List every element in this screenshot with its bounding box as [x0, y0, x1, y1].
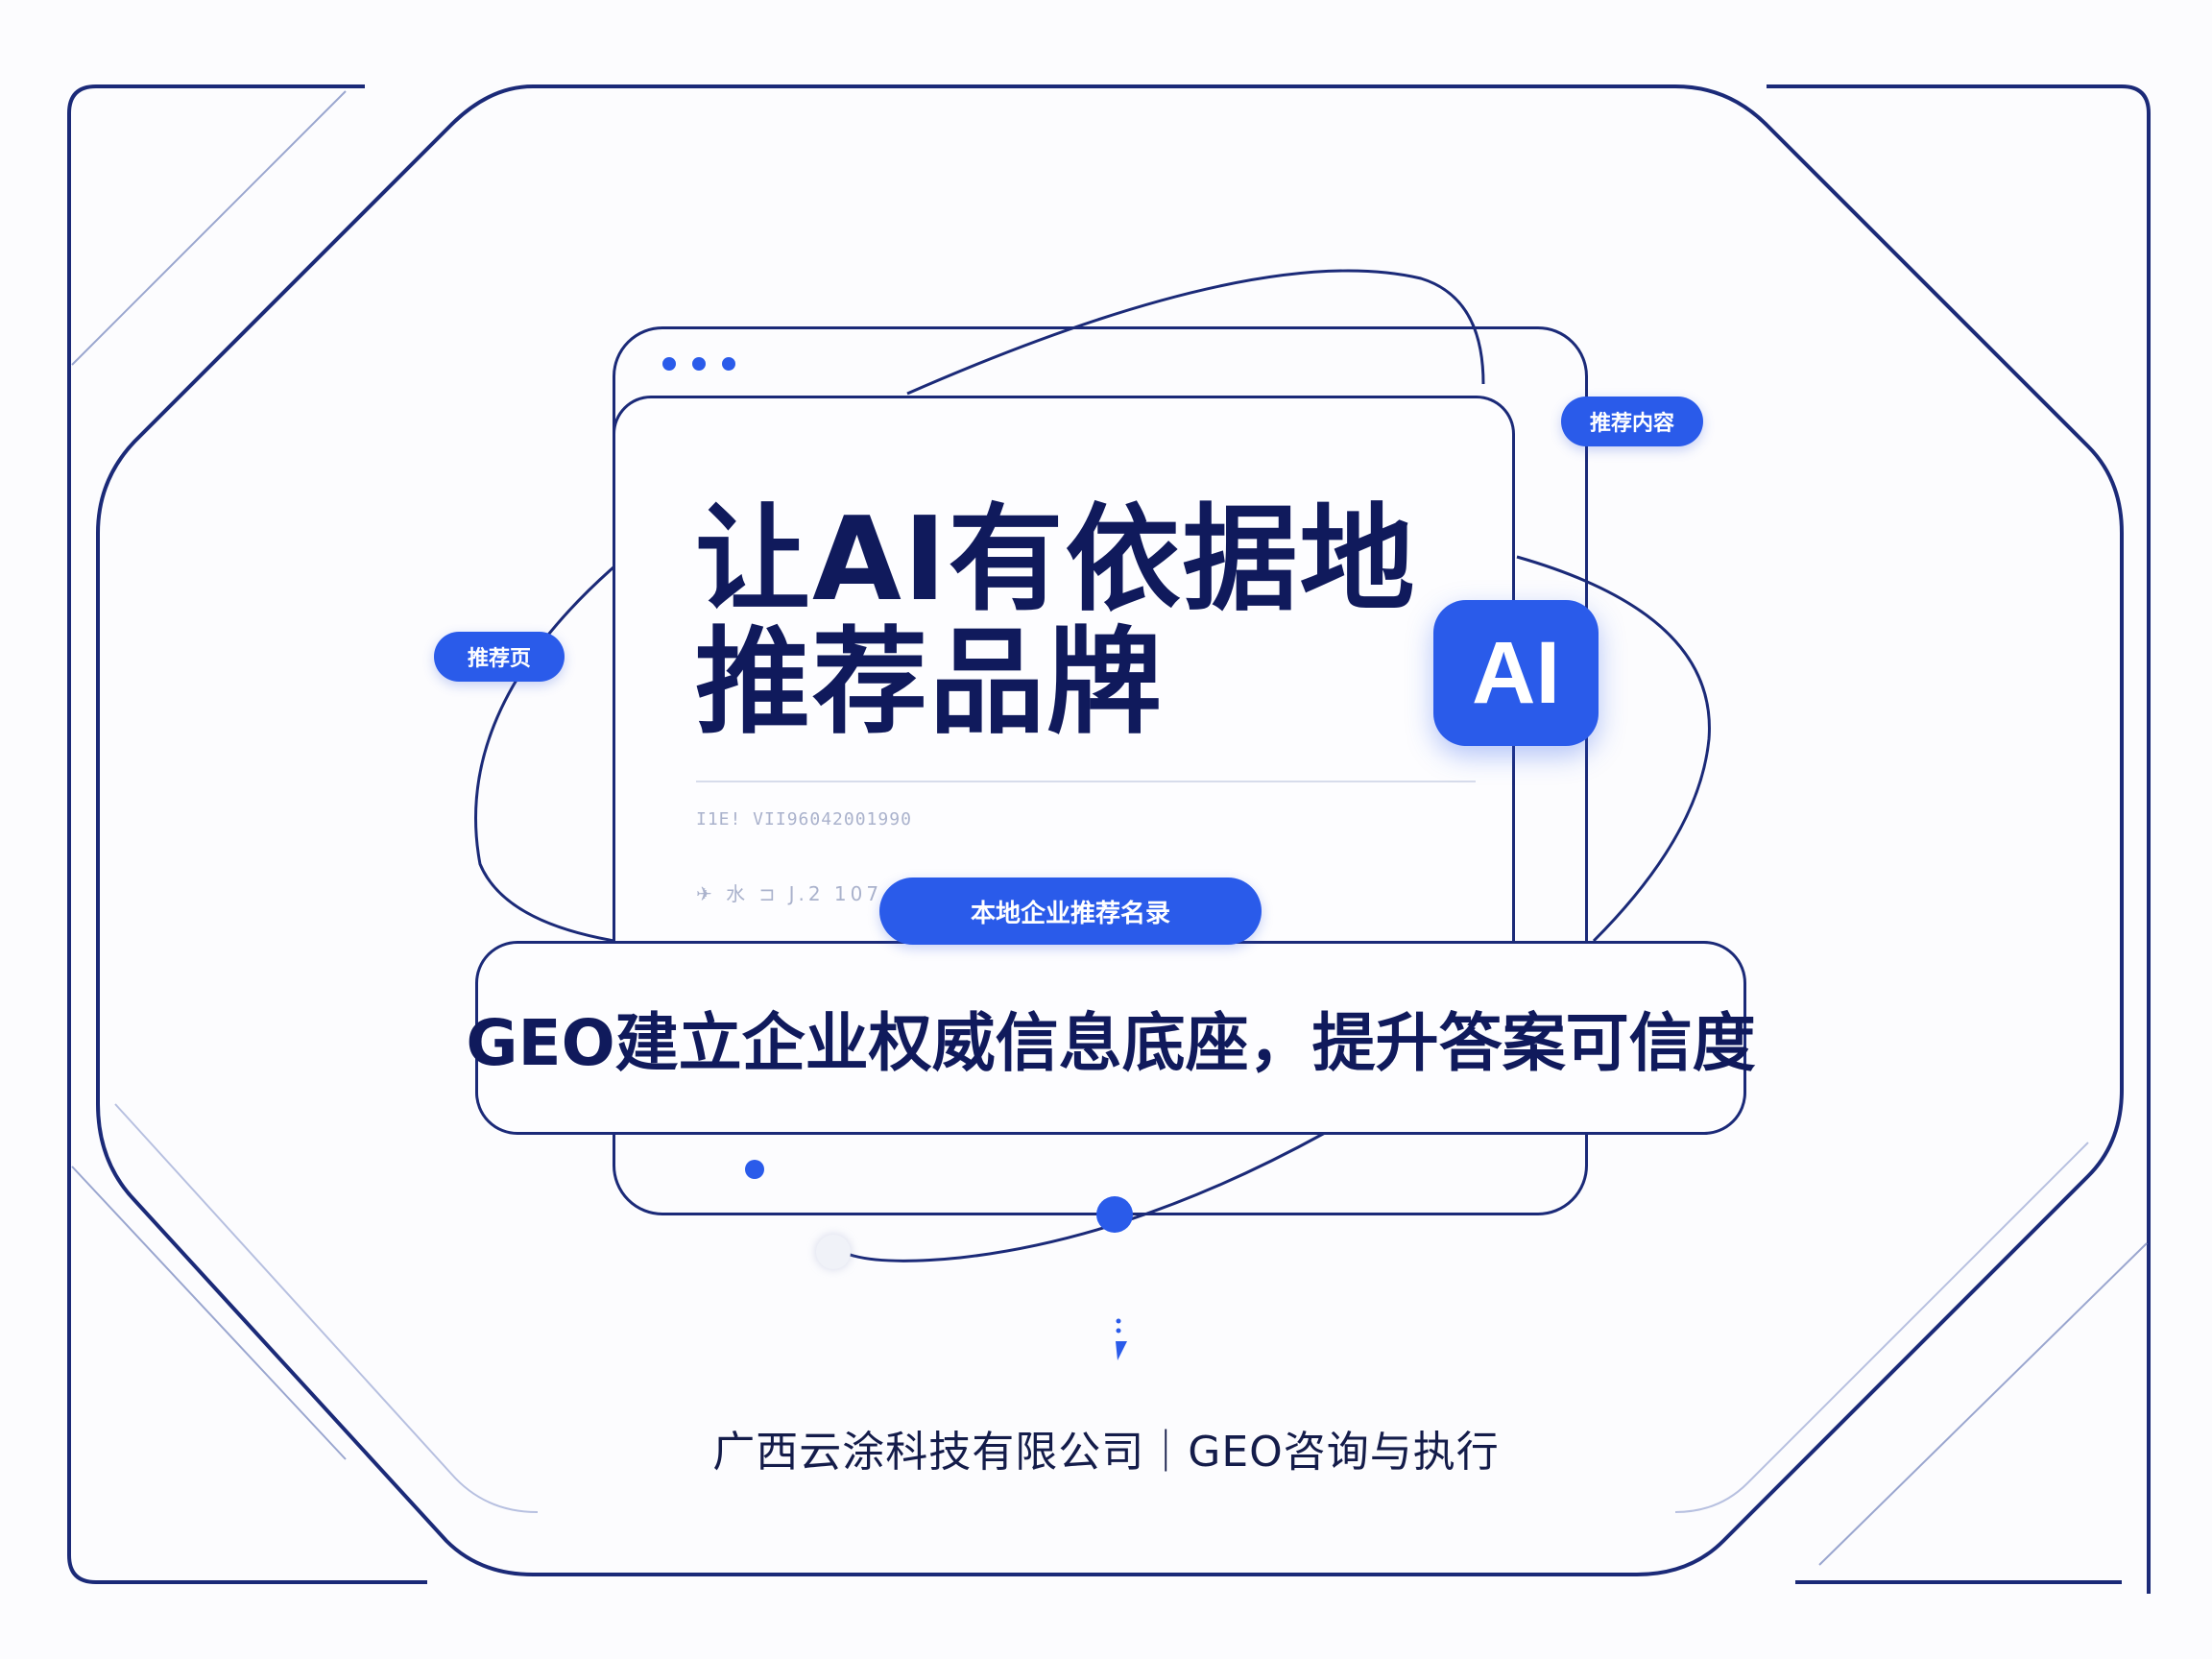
orbit-dot-icon — [1096, 1196, 1133, 1233]
window-dot-icon — [722, 357, 735, 371]
window-dot-icon — [662, 357, 676, 371]
orbit-dot-icon — [816, 1235, 851, 1269]
window-dot-icon — [692, 357, 706, 371]
faded-text-line-1: I1E! VII96042001990 — [696, 809, 912, 830]
tag-recommend-page: 推荐页 — [434, 632, 565, 682]
ai-badge: AI — [1433, 600, 1599, 746]
orbit-dot-icon — [745, 1160, 764, 1179]
tag-local-directory-label: 本地企业推荐名录 — [970, 899, 1170, 928]
content-card — [613, 396, 1515, 946]
divider — [696, 781, 1476, 782]
subtitle-text: GEO建立企业权威信息底座，提升答案可信度 — [466, 1006, 1756, 1080]
headline-line-1: 让AI有依据地 — [695, 493, 1417, 627]
faded-text-line-2: ✈ 水 ⊐ J.2 107 ~ — [696, 882, 913, 905]
tag-local-directory: 本地企业推荐名录 — [879, 878, 1262, 945]
tag-recommend-content-label: 推荐内容 — [1589, 412, 1674, 436]
ai-badge-label: AI — [1472, 623, 1560, 722]
tag-recommend-content: 推荐内容 — [1561, 397, 1703, 446]
small-mark-icon — [1116, 1318, 1127, 1360]
tag-recommend-page-label: 推荐页 — [467, 647, 531, 671]
subtitle-panel: GEO建立企业权威信息底座，提升答案可信度 — [466, 941, 1756, 1135]
footer-text: 广西云涂科技有限公司｜GEO咨询与执行 — [712, 1428, 1500, 1477]
headline-line-2: 推荐品牌 — [695, 616, 1164, 750]
